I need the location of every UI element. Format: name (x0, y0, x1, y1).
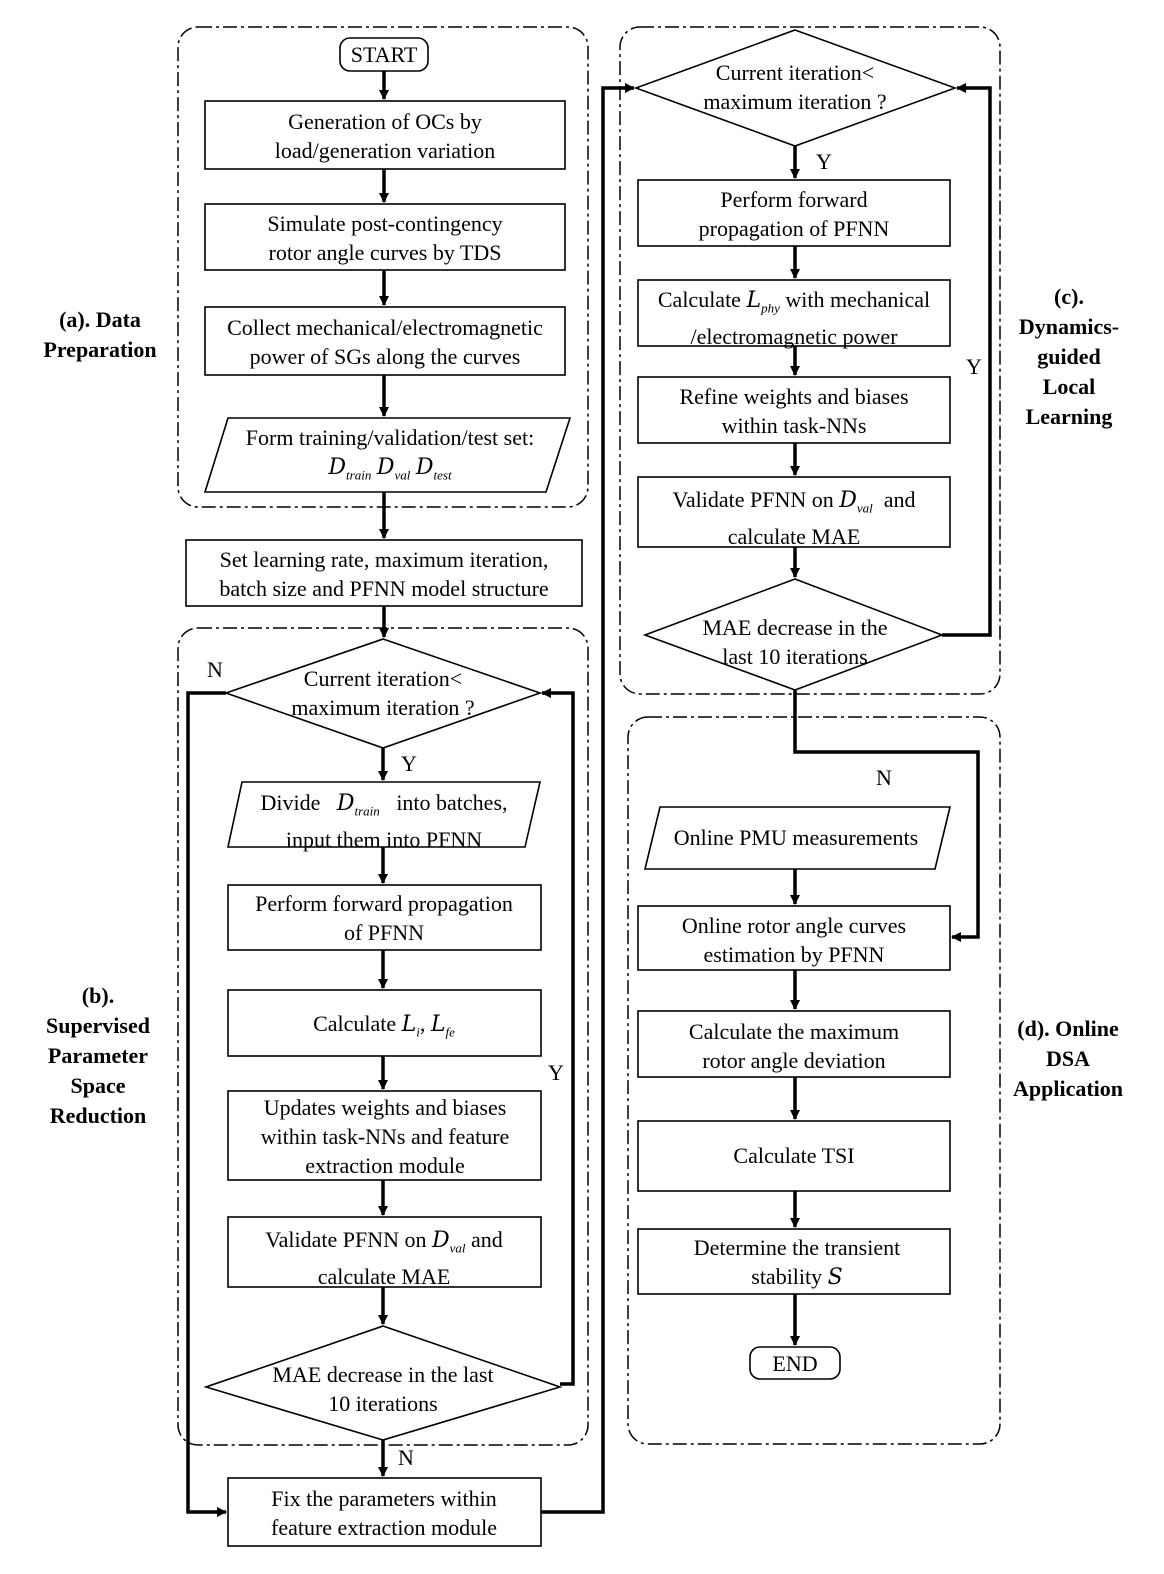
fix-box (227, 1477, 542, 1547)
edge-bmae-loop (541, 688, 575, 1386)
start-text: START (350, 42, 418, 67)
b-calc-text: Calculate Li, Lfe (313, 1011, 455, 1040)
b-validate-text: Validate PFNN on Dval and calculate MAE (265, 1227, 503, 1290)
collect-box (204, 306, 566, 376)
c-yes-right-label: Y (966, 354, 982, 379)
c-refine-box (637, 376, 951, 444)
b-yes-right-label: Y (548, 1060, 564, 1085)
form-sets-text: Form training/validation/test set: Dtrai… (245, 425, 535, 483)
edge-cmae-loop (942, 83, 992, 637)
c-validate-box (637, 476, 951, 548)
form-sets-parallelogram (203, 417, 572, 493)
c-calc-box (637, 279, 951, 347)
divide-text: Divide Dtrain into batches, input them i… (260, 790, 508, 853)
divide-parallelogram (227, 781, 542, 848)
determine-text: Determine the transient stability S (693, 1235, 901, 1290)
b-forward-box (227, 884, 542, 951)
b-calc-box (227, 989, 542, 1057)
b-condition-text: Current iteration<maximum iteration ? (291, 666, 475, 720)
end-text: END (772, 1351, 818, 1376)
end-terminal (749, 1346, 841, 1380)
pmu-text: Online PMU measurements (673, 825, 919, 850)
edge-fix-ccond (541, 83, 635, 1514)
b-no-down-label: N (398, 1445, 414, 1470)
tsi-box (637, 1120, 951, 1192)
edge-cmae-exit (793, 690, 980, 942)
set-params-box (185, 539, 583, 607)
group-c-container (619, 26, 1001, 695)
pmu-parallelogram (643, 806, 952, 870)
edge-bcond-exit (186, 691, 227, 1517)
max-dev-box (637, 1010, 951, 1078)
online-est-box (637, 905, 951, 971)
b-no-left-label: N (207, 657, 223, 682)
b-validate-box (227, 1216, 542, 1288)
simulate-box (204, 203, 566, 271)
group-d-container (627, 716, 1001, 1445)
c-yes-down-label: Y (816, 149, 832, 174)
c-validate-text: Validate PFNN on Dval and calculate MAE (672, 487, 916, 550)
c-condition-text: Current iteration<maximum iteration ? (703, 60, 887, 114)
set-params-text: Set learning rate, maximum iteration,bat… (219, 547, 549, 601)
determine-box (637, 1228, 951, 1295)
tsi-text: Calculate TSI (733, 1143, 855, 1168)
b-yes-down-label: Y (401, 751, 417, 776)
c-forward-box (637, 179, 951, 247)
c-no-down-label: N (876, 765, 892, 790)
c-calc-text: Calculate Lphy with mechanical /electrom… (657, 287, 931, 350)
b-update-box (227, 1090, 542, 1181)
